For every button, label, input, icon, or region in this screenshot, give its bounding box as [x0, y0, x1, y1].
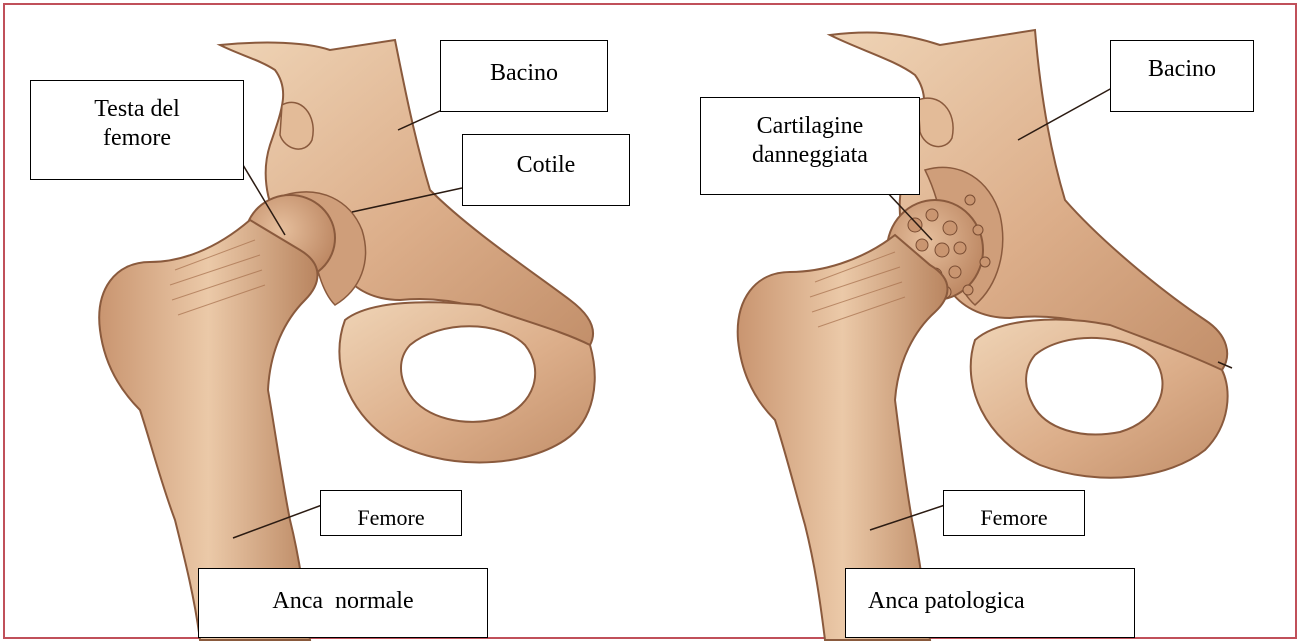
label-cartilagine-danneggiata: Cartilagine danneggiata [700, 97, 920, 195]
label-testa-del-femore: Testa del femore [30, 80, 244, 180]
label-cotile: Cotile [462, 134, 630, 206]
label-femore-normal: Femore [320, 490, 462, 536]
label-femore-pathologic: Femore [943, 490, 1085, 536]
caption-anca-normale: Anca normale [198, 568, 488, 638]
caption-anca-patologica: Anca patologica [845, 568, 1135, 638]
label-bacino-pathologic: Bacino [1110, 40, 1254, 112]
label-bacino-normal: Bacino [440, 40, 608, 112]
